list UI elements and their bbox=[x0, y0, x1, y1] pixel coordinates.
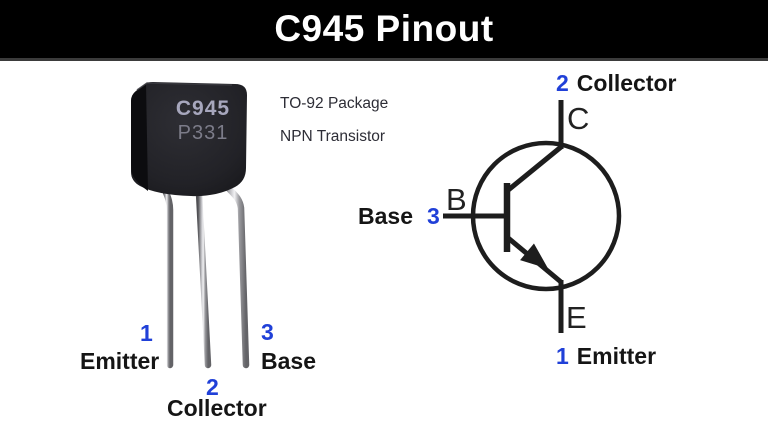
title-bar: C945 Pinout bbox=[0, 0, 768, 61]
page-title: C945 Pinout bbox=[274, 8, 494, 49]
pin3-name: Base bbox=[261, 348, 316, 374]
schematic-emitter-name: Emitter bbox=[576, 343, 657, 369]
leg-collector bbox=[194, 170, 212, 369]
package-marking-line1: C945 bbox=[175, 97, 231, 120]
pin1-number: 1 bbox=[140, 320, 153, 346]
package-type-text: TO-92 Package bbox=[280, 95, 389, 112]
pin2-name: Collector bbox=[167, 395, 267, 421]
pin2-number: 2 bbox=[206, 374, 219, 400]
emitter-arrow bbox=[520, 243, 549, 269]
schematic-collector-label: 2 Collector bbox=[556, 71, 676, 95]
schematic-collector-pin: 2 bbox=[556, 70, 569, 96]
npn-symbol bbox=[443, 100, 622, 333]
schematic-emitter-pin: 1 bbox=[556, 343, 569, 369]
schematic-base-pin: 3 bbox=[426, 203, 440, 229]
base-letter: B bbox=[446, 182, 467, 217]
leg-base bbox=[218, 170, 250, 369]
leg-emitter bbox=[160, 170, 174, 369]
transistor-type-text: NPN Transistor bbox=[280, 128, 386, 145]
pin1-name: Emitter bbox=[80, 348, 160, 374]
emitter-letter: E bbox=[566, 300, 587, 335]
transistor-legs bbox=[160, 170, 250, 369]
schematic-collector-name: Collector bbox=[576, 70, 677, 96]
pin3-number: 3 bbox=[261, 319, 274, 345]
schematic-emitter-label: 1 Emitter bbox=[556, 344, 656, 368]
schematic-base-label: Base 3 bbox=[358, 204, 440, 228]
schematic-base-name: Base bbox=[358, 203, 413, 229]
package-marking-line2: P331 bbox=[177, 122, 229, 144]
collector-letter: C bbox=[567, 101, 590, 136]
collector-diag bbox=[505, 145, 563, 193]
transistor-package-graphic bbox=[131, 82, 247, 197]
